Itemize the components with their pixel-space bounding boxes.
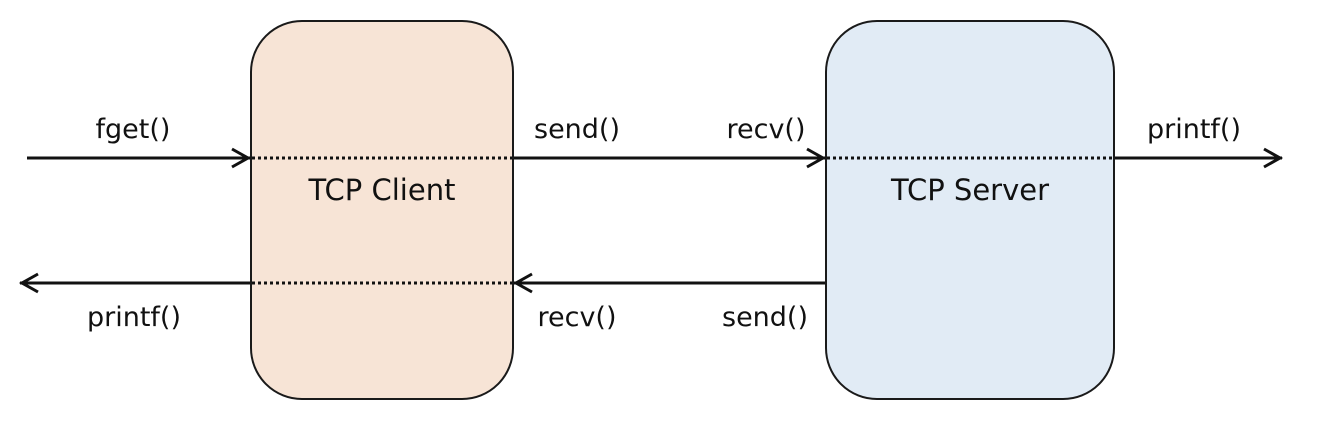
fget-label: fget()	[95, 114, 171, 145]
server-recv-label: recv()	[726, 114, 806, 145]
arrowhead-client-output	[18, 272, 39, 294]
arrowhead-into-client	[231, 147, 252, 169]
arrowhead-into-server	[806, 147, 827, 169]
tcp-client-box	[250, 20, 514, 400]
tcp-client-title: TCP Client	[308, 173, 456, 207]
tcp-server-box	[825, 20, 1115, 400]
client-send-label: send()	[534, 114, 620, 145]
arrowhead-server-output	[1263, 147, 1284, 169]
arrowhead-into-client-bottom	[512, 272, 533, 294]
server-send-label: send()	[722, 302, 808, 333]
client-recv-label: recv()	[537, 302, 617, 333]
server-printf-label: printf()	[1146, 114, 1242, 145]
client-printf-label: printf()	[86, 302, 182, 333]
tcp-server-title: TCP Server	[890, 173, 1050, 207]
